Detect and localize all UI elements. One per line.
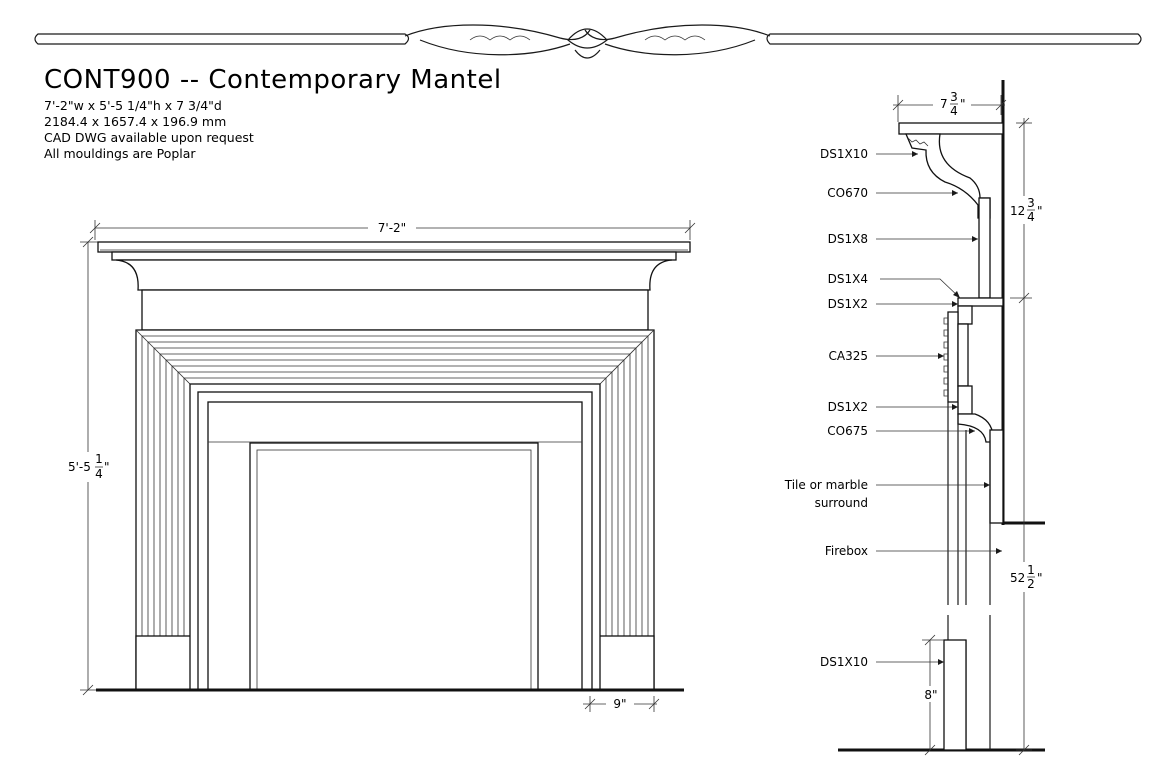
label-ds1x8: DS1X8 [828,232,868,246]
svg-text:1: 1 [1027,563,1035,577]
spec-dimensions-metric: 2184.4 x 1657.4 x 196.9 mm [44,114,226,129]
front-height-frac-num: 1 [95,452,103,466]
svg-text:4: 4 [1027,210,1035,224]
section-lower-height-main: 52 [1010,571,1025,585]
front-elevation: 7'-2" 5'-5 1 4 " [62,219,696,712]
section-upper-height-main: 12 [1010,204,1025,218]
spec-cad-note: CAD DWG available upon request [44,130,254,145]
front-height-dimension: 5'-5 [68,460,91,474]
section-base-dimension: 8" [924,688,937,702]
svg-text:": " [1037,571,1043,585]
label-ds1x2-upper: DS1X2 [828,297,868,311]
svg-text:": " [960,97,966,111]
label-ds1x4: DS1X4 [828,272,868,286]
svg-text:3: 3 [1027,196,1035,210]
drawing-title: CONT900 -- Contemporary Mantel [44,65,502,95]
label-co675: CO675 [827,424,868,438]
header-ornament [34,24,1142,59]
front-width-dimension: 7'-2" [378,221,406,235]
label-ds1x10-bottom: DS1X10 [820,655,868,669]
spec-dimensions-imperial: 7'-2"w x 5'-5 1/4"h x 7 3/4"d [44,98,222,113]
label-firebox: Firebox [825,544,868,558]
label-tile-surround-line1: Tile or marble [784,478,868,492]
spec-material-note: All mouldings are Poplar [44,146,196,161]
front-height-frac-den: 4 [95,467,103,481]
section-depth-main: 7 [940,97,948,111]
label-tile-surround-line2: surround [815,496,868,510]
svg-text:2: 2 [1027,577,1035,591]
label-ds1x10-top: DS1X10 [820,147,868,161]
leg-width-dimension: 9" [613,697,626,711]
section-view: 7 3 4 " [784,80,1050,756]
svg-text:4: 4 [950,104,958,118]
svg-text:": " [104,460,110,474]
svg-text:3: 3 [950,90,958,104]
label-co670: CO670 [827,186,868,200]
label-ds1x2-lower: DS1X2 [828,400,868,414]
label-ca325: CA325 [829,349,869,363]
svg-text:": " [1037,204,1043,218]
